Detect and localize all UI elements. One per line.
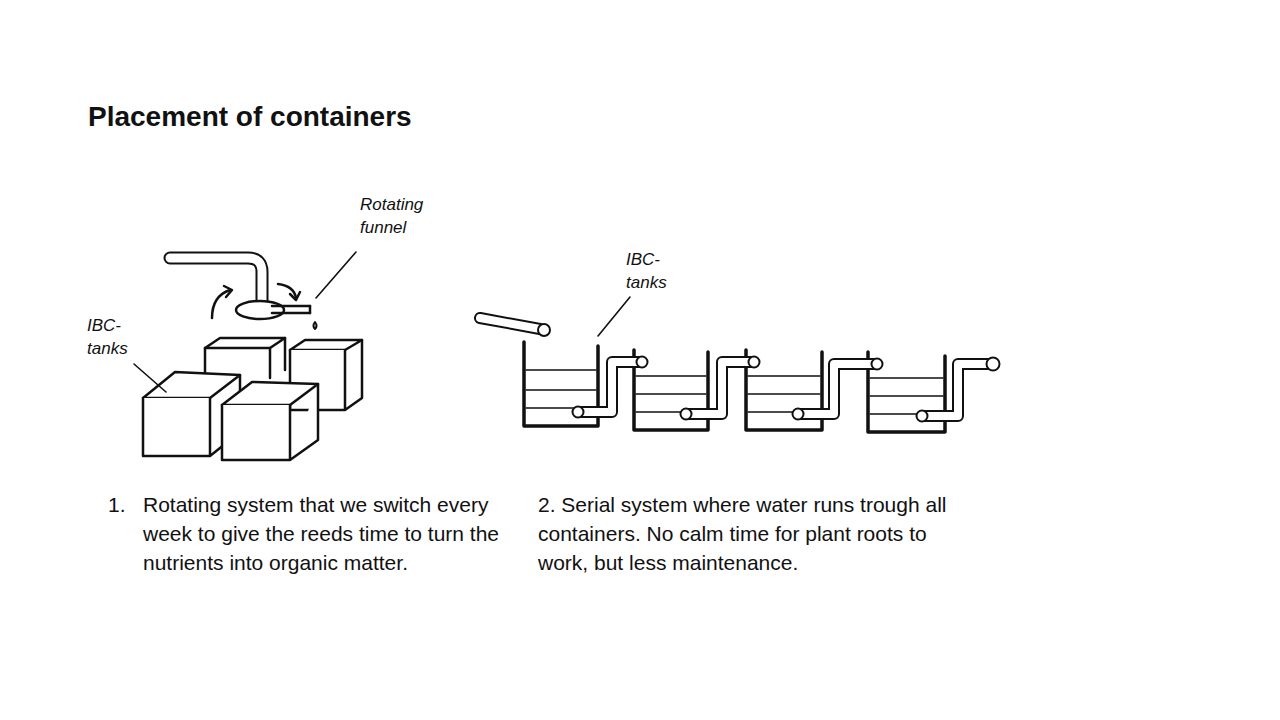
description-text: Rotating system that we switch every wee… [143, 490, 503, 577]
serial-tanks [480, 318, 1000, 432]
slide-title: Placement of containers [88, 100, 412, 134]
description-text: 2. Serial system where water runs trough… [538, 490, 963, 577]
funnel-pipe [170, 258, 317, 329]
callout-label: IBC-tanks [87, 314, 137, 360]
callout-label: IBC-tanks [626, 248, 676, 294]
list-number: 1. [108, 490, 138, 519]
ibc-tanks-square [143, 338, 362, 460]
callout-label: Rotating funnel [360, 193, 432, 239]
rotation-arrows [212, 284, 300, 318]
leader-lines [134, 252, 630, 392]
